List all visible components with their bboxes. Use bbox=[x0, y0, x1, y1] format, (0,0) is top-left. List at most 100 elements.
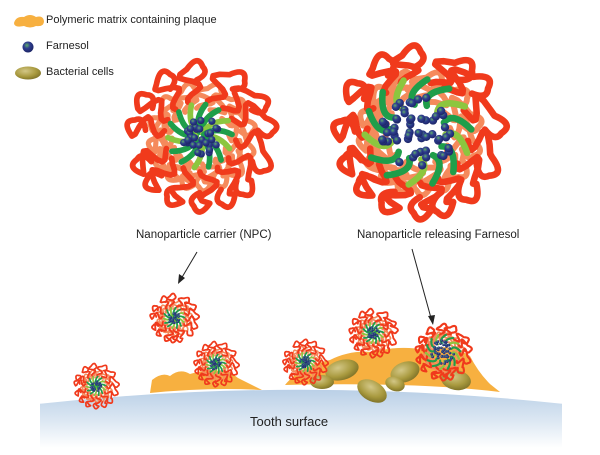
farnesol-molecule bbox=[422, 93, 431, 102]
corona-outer-chain bbox=[225, 355, 241, 369]
corona-outer-chain bbox=[342, 78, 377, 115]
corona-outer-chain bbox=[193, 358, 207, 367]
farnesol-molecule bbox=[195, 141, 203, 149]
corona-outer-chain bbox=[204, 372, 214, 386]
corona-outer-chain bbox=[73, 379, 87, 387]
corona-outer-chain bbox=[294, 370, 304, 384]
farnesol-molecule bbox=[440, 339, 444, 342]
farnesol-molecule bbox=[392, 136, 402, 145]
farnesol-molecule bbox=[370, 330, 373, 333]
corona-outer-chain bbox=[100, 394, 109, 409]
farnesol-molecule bbox=[450, 356, 453, 360]
nanoparticle-on-plaque-3 bbox=[348, 307, 399, 359]
farnesol-molecule bbox=[202, 139, 210, 147]
farnesol-molecule bbox=[367, 329, 370, 332]
farnesol-molecule bbox=[168, 318, 171, 321]
matrix-blob-icon bbox=[14, 15, 44, 28]
farnesol-molecule bbox=[212, 358, 216, 361]
corona-outer-chain bbox=[439, 367, 452, 382]
core-chain bbox=[383, 154, 413, 179]
corona-outer-chain bbox=[374, 311, 389, 323]
farnesol-molecule bbox=[209, 360, 213, 363]
farnesol-molecule bbox=[378, 117, 387, 126]
farnesol-molecule bbox=[437, 346, 441, 350]
bacterial-cell bbox=[390, 361, 420, 383]
corona-outer-chain bbox=[92, 395, 102, 410]
farnesol-molecule bbox=[208, 135, 216, 144]
corona-outer-chain bbox=[330, 111, 371, 144]
farnesol-molecule bbox=[176, 320, 179, 324]
farnesol-molecule bbox=[372, 328, 375, 331]
farnesol-molecule bbox=[436, 348, 440, 352]
corona-outer-chain bbox=[169, 328, 180, 344]
corona-inner-chain bbox=[422, 348, 434, 360]
corona-outer-chain bbox=[208, 340, 218, 355]
corona-outer-chain bbox=[188, 169, 220, 215]
farnesol-molecule bbox=[205, 146, 214, 154]
farnesol-molecule bbox=[174, 311, 177, 315]
farnesol-molecule bbox=[97, 389, 100, 392]
corona-outer-chain bbox=[100, 369, 117, 379]
farnesol-molecule bbox=[97, 383, 100, 386]
farnesol-molecule bbox=[302, 356, 305, 359]
farnesol-molecule bbox=[304, 358, 307, 361]
farnesol-molecule bbox=[431, 112, 441, 121]
farnesol-molecule bbox=[404, 131, 413, 140]
corona-outer-chain bbox=[377, 174, 415, 216]
corona-outer-chain bbox=[133, 90, 171, 124]
farnesol-molecule bbox=[93, 388, 96, 391]
corona-outer-chain bbox=[88, 362, 98, 377]
corona-outer-chain bbox=[149, 311, 164, 320]
farnesol-molecule bbox=[302, 358, 305, 361]
tooth-surface bbox=[40, 389, 562, 448]
farnesol-molecule bbox=[376, 328, 379, 332]
corona-outer-chain bbox=[214, 164, 242, 210]
farnesol-molecule bbox=[411, 149, 420, 159]
corona-outer-chain bbox=[415, 353, 429, 365]
farnesol-molecule bbox=[306, 363, 309, 366]
farnesol-molecule bbox=[196, 125, 204, 133]
farnesol-molecule bbox=[97, 382, 100, 385]
farnesol-sphere-icon bbox=[22, 41, 34, 53]
farnesol-molecule bbox=[392, 114, 401, 123]
corona-outer-chain bbox=[314, 359, 328, 374]
corona-outer-chain bbox=[183, 321, 194, 337]
farnesol-molecule bbox=[368, 326, 372, 330]
corona-outer-chain bbox=[353, 161, 390, 199]
core-chain bbox=[431, 359, 442, 368]
farnesol-molecule bbox=[169, 316, 172, 319]
corona-outer-chain bbox=[453, 153, 483, 205]
farnesol-molecule bbox=[213, 361, 216, 364]
corona-outer-chain bbox=[163, 165, 196, 208]
farnesol-molecule bbox=[436, 106, 446, 116]
corona-outer-chain bbox=[176, 57, 208, 105]
corona-outer-chain bbox=[460, 92, 510, 141]
farnesol-molecule bbox=[443, 362, 447, 365]
core-chain bbox=[425, 344, 436, 353]
core-chain bbox=[362, 328, 373, 334]
farnesol-molecule bbox=[377, 330, 381, 334]
farnesol-molecule bbox=[217, 360, 220, 363]
core-chain bbox=[424, 351, 436, 358]
farnesol-molecule bbox=[413, 95, 423, 104]
corona-outer-chain bbox=[212, 373, 222, 388]
corona-outer-chain bbox=[152, 68, 182, 113]
corona-outer-chain bbox=[455, 357, 465, 375]
farnesol-molecule bbox=[184, 136, 192, 144]
caption-nanoparticle-releasing: Nanoparticle releasing Farnesol bbox=[357, 229, 520, 241]
farnesol-molecule bbox=[442, 348, 445, 352]
farnesol-molecule bbox=[378, 135, 387, 144]
corona-outer-chain bbox=[196, 350, 208, 361]
farnesol-molecule bbox=[422, 153, 431, 162]
farnesol-molecule bbox=[172, 312, 175, 315]
corona-outer-chain bbox=[420, 360, 433, 373]
arrow-to-npc bbox=[178, 251, 198, 284]
corona-outer-chain bbox=[151, 320, 164, 332]
corona-outer-chain bbox=[104, 390, 114, 404]
tooth-surface-label: Tooth surface bbox=[250, 414, 329, 429]
corona-outer-chain bbox=[382, 321, 399, 335]
nanoparticle-on-plaque bbox=[193, 340, 241, 388]
farnesol-molecule bbox=[445, 343, 448, 347]
